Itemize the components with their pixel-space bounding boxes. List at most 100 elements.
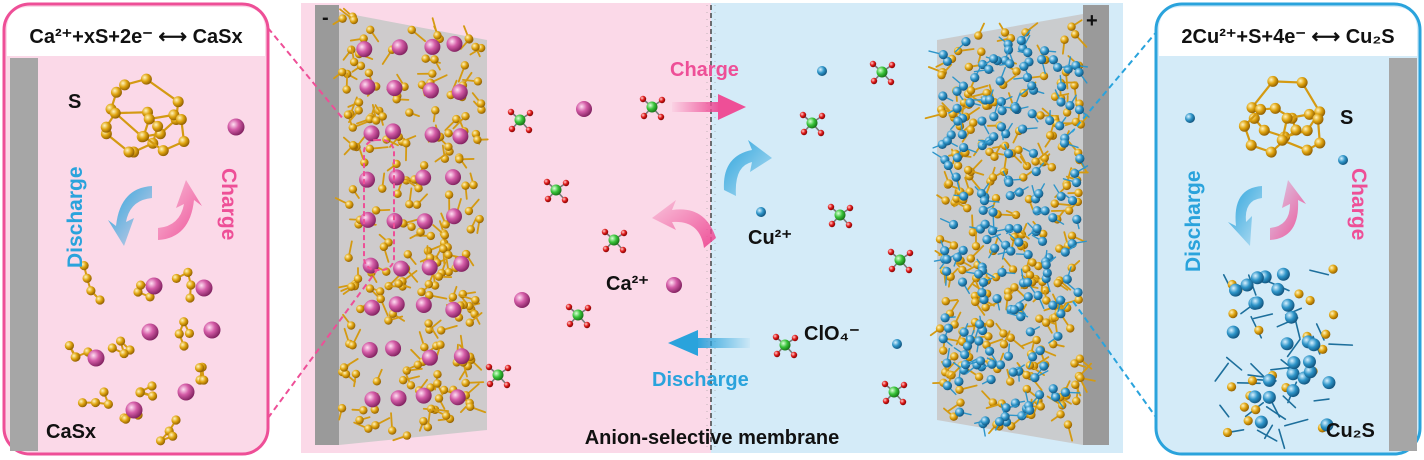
sulfur-atom xyxy=(378,184,387,193)
sulfur-atom xyxy=(1008,265,1018,274)
sulfur-atom xyxy=(405,199,414,209)
sulfur-atom xyxy=(402,139,411,148)
sulfur-atom xyxy=(1067,263,1076,273)
sulfur-atom xyxy=(1070,359,1079,368)
sulfur-atom xyxy=(452,114,461,124)
membrane xyxy=(706,5,716,452)
sulfur-atom xyxy=(956,398,965,407)
calcium-ion xyxy=(393,260,410,277)
copper-ion xyxy=(1053,331,1063,341)
sulfur-atom xyxy=(77,398,88,408)
sulfur-atom xyxy=(436,340,445,349)
copper-ion xyxy=(989,132,999,142)
sulfur-atom xyxy=(371,206,381,215)
oxygen-atom xyxy=(818,112,826,120)
copper-ion xyxy=(1037,54,1047,65)
sulfur-atom xyxy=(412,200,422,209)
sulfur-atom xyxy=(1014,145,1023,155)
oxygen-atom xyxy=(485,363,493,371)
copper-ion xyxy=(1025,327,1035,337)
sulfur-atom xyxy=(473,77,483,86)
sulfur-atom xyxy=(133,287,143,297)
sulfur-atom xyxy=(1290,124,1302,136)
calcium-ion xyxy=(421,259,438,276)
copper-ion xyxy=(976,188,987,199)
sulfur-atom xyxy=(434,272,444,281)
copper-ion xyxy=(973,269,984,279)
oxygen-atom xyxy=(639,95,647,103)
sulfur-atom xyxy=(1238,120,1250,132)
copper-ion xyxy=(948,219,959,230)
sulfur-atom xyxy=(1222,427,1233,438)
sulfur-atom xyxy=(977,47,986,56)
copper-ion xyxy=(988,207,998,217)
calcium-ion xyxy=(453,255,470,272)
sulfur-atom xyxy=(356,61,366,71)
right-discharge-arrow xyxy=(1228,186,1262,246)
sulfur-atom xyxy=(407,222,416,231)
left-charge-label: Charge xyxy=(217,168,240,240)
sulfur-atom xyxy=(366,25,375,35)
sulfur-atom xyxy=(355,415,364,425)
copper-ion xyxy=(1271,282,1285,296)
calcium-ion xyxy=(361,342,378,359)
sulfur-atom xyxy=(471,42,480,52)
copper-ion xyxy=(1320,418,1334,432)
sulfur-atom xyxy=(971,297,980,307)
calcium-ion xyxy=(388,169,405,186)
sulfur-atom xyxy=(1035,314,1044,323)
sulfur-atom xyxy=(341,369,351,379)
copper-ion xyxy=(992,294,1002,304)
sulfur-atom xyxy=(1039,71,1049,81)
copper-ion xyxy=(1017,124,1028,134)
sulfur-atom xyxy=(985,319,995,328)
copper-ion xyxy=(1303,365,1317,379)
sulfur-atom xyxy=(405,108,414,117)
copper-ion xyxy=(892,339,902,349)
zoom-line-bottom-right xyxy=(1071,299,1159,421)
sulfur-atom xyxy=(1028,258,1037,267)
copper-ion xyxy=(1005,190,1015,201)
copper-ion xyxy=(979,196,990,206)
chlorine-atom xyxy=(646,101,658,113)
sulfur-atom xyxy=(982,88,991,98)
sulfur-atom xyxy=(958,265,967,275)
copper-ion xyxy=(1056,309,1066,319)
copper-ion xyxy=(1060,387,1071,397)
copper-ion xyxy=(997,267,1007,278)
sulfur-atom xyxy=(1045,131,1055,140)
right-reaction-equation: 2Cu²⁺+S+4e⁻ ⟷ Cu₂S xyxy=(1181,26,1394,48)
copper-ion xyxy=(1023,249,1033,260)
copper-ion xyxy=(1048,213,1058,223)
calcium-ion xyxy=(453,348,470,365)
copper-ion xyxy=(980,219,990,229)
copper-ion xyxy=(1075,153,1085,164)
copper-ion xyxy=(943,323,953,333)
sulfur-atom xyxy=(1076,373,1085,383)
sulfur-atom xyxy=(179,341,189,351)
copper-ion xyxy=(1062,274,1072,284)
sulfur-atom xyxy=(1012,67,1021,76)
right-cu2s-label: Cu₂S xyxy=(1326,420,1375,442)
sulfur-atom xyxy=(1074,295,1083,304)
copper-ion xyxy=(953,116,963,126)
sulfur-atom xyxy=(999,329,1008,338)
calcium-ion xyxy=(177,383,195,401)
calcium-ion xyxy=(576,101,592,117)
zoom-line-bottom-left xyxy=(267,269,378,419)
sulfur-atom xyxy=(1060,35,1069,44)
sulfur-atom xyxy=(119,348,129,359)
sulfur-atom xyxy=(937,70,946,80)
oxygen-atom xyxy=(888,61,896,69)
calcium-ion xyxy=(424,126,441,143)
sulfur-atom xyxy=(444,142,453,152)
sulfur-atom xyxy=(1019,173,1028,182)
sulfur-atom xyxy=(123,146,135,158)
sulfur-atom xyxy=(413,360,423,370)
copper-ion xyxy=(1005,59,1015,69)
sulfur-atom xyxy=(433,370,442,379)
sulfur-atom xyxy=(86,286,96,296)
sulfur-atom xyxy=(349,57,359,67)
sulfur-atom xyxy=(179,317,189,327)
